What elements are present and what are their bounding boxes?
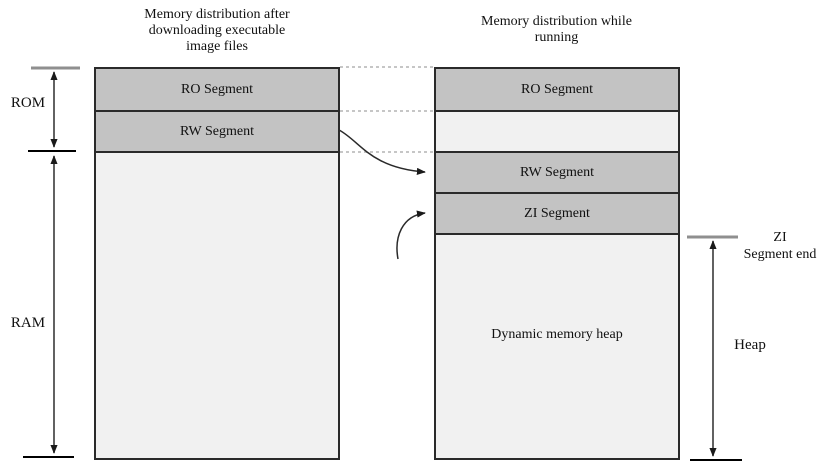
zi-create-arrow [396, 210, 426, 260]
dashed-connector-low [340, 151, 434, 153]
heap-label: Heap [734, 337, 766, 353]
zi-end-line-1: ZI [773, 230, 787, 245]
left-title-line-3: image files [186, 39, 248, 54]
dashed-connector-top [340, 66, 434, 68]
right-zi-segment-label: ZI Segment [524, 205, 590, 221]
left-title-line-2: downloading executable [148, 23, 286, 38]
left-title-line-1: Memory distribution after [144, 7, 290, 22]
right-rw-segment-label: RW Segment [519, 164, 595, 180]
right-ro-segment: RO Segment [436, 69, 678, 112]
zi-end-line-2: Segment end [743, 247, 817, 262]
zi-segment-end-label: ZI Segment end [735, 229, 825, 263]
left-column-title: Memory distribution after downloading ex… [94, 7, 340, 55]
dashed-connector-mid [340, 110, 434, 112]
left-ro-segment-label: RO Segment [181, 81, 253, 97]
right-title-line-2: running [534, 30, 579, 45]
right-zi-segment: ZI Segment [436, 194, 678, 235]
ram-label: RAM [10, 315, 46, 331]
left-memory-box: RO Segment RW Segment [94, 67, 340, 460]
left-rw-segment-label: RW Segment [179, 123, 255, 139]
left-ram-area [96, 153, 338, 458]
right-column-title: Memory distribution while running [434, 14, 679, 46]
right-title-line-1: Memory distribution while [481, 14, 632, 29]
right-ro-segment-label: RO Segment [521, 81, 593, 97]
right-empty-gap [436, 112, 678, 153]
right-heap-label: Dynamic memory heap [491, 327, 623, 342]
left-rw-segment: RW Segment [96, 112, 338, 153]
right-heap-area: Dynamic memory heap [436, 235, 678, 458]
right-memory-box: RO Segment RW Segment ZI Segment Dynamic… [434, 67, 680, 460]
rom-label: ROM [10, 95, 46, 111]
left-ro-segment: RO Segment [96, 69, 338, 112]
right-rw-segment: RW Segment [436, 153, 678, 194]
